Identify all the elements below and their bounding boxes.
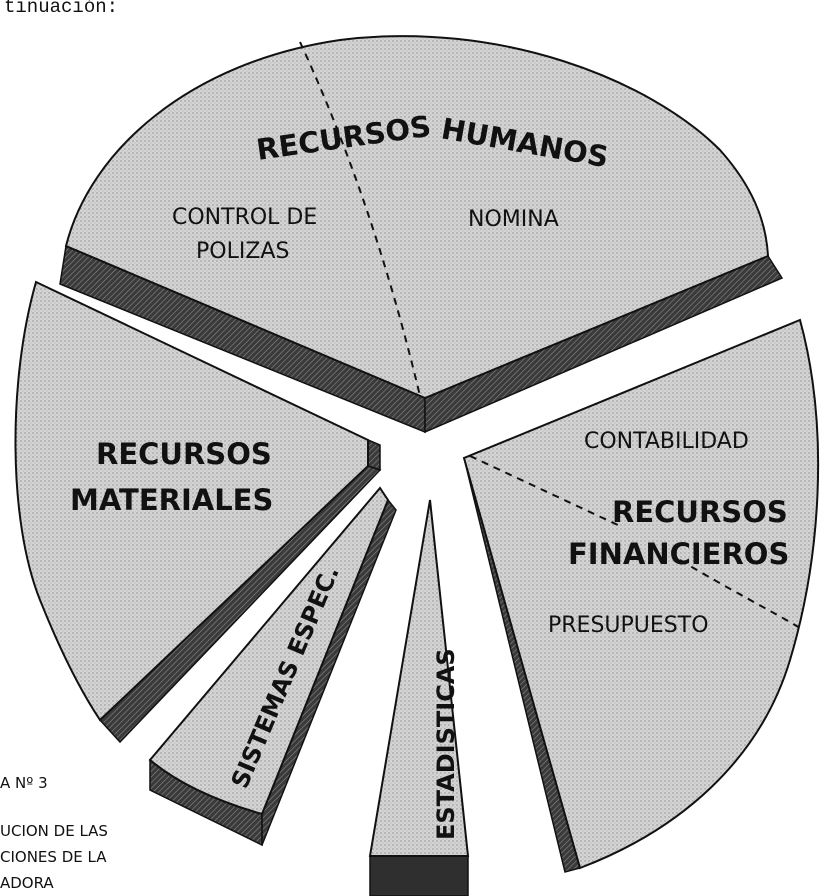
recursos-materiales-line1: RECURSOS [96,437,272,471]
control-polizas-line2: POLIZAS [196,239,289,264]
estadisticas-label: ESTADISTICAS [432,648,460,840]
estadisticas-side [369,855,469,896]
recursos-humanos-divider [299,41,421,397]
control-polizas-line1: CONTROL DE [172,205,317,230]
caption-line3: CIONES DE LA [0,848,107,866]
recursos-financieros-divider [469,455,801,629]
recursos-financieros-line1: RECURSOS [612,495,788,529]
sector-estadisticas: ESTADISTICAS [368,499,470,896]
recursos-materiales-face [14,280,369,722]
intro-text: tinuación: [4,0,119,18]
sector-recursos-humanos: RECURSOS HUMANOS CONTROL DE POLIZAS NOMI… [59,35,784,434]
caption-line4: ADORA [0,874,54,892]
contabilidad-label: CONTABILIDAD [584,429,749,454]
sector-recursos-financieros: CONTABILIDAD RECURSOS FINANCIEROS PRESUP… [462,318,820,873]
recursos-materiales-line2: MATERIALES [70,483,273,517]
recursos-materiales-side [367,438,381,472]
estadisticas-face [368,499,470,857]
caption-line1: A Nº 3 [0,774,48,792]
recursos-financieros-face [462,318,820,870]
recursos-financieros-line2: FINANCIEROS [568,537,789,571]
caption-line2: UCION DE LAS [0,822,108,840]
sistemas-espec-face [148,486,390,816]
presupuesto-label: PRESUPUESTO [548,613,709,638]
recursos-humanos-face [64,35,770,400]
nomina-label: NOMINA [468,207,559,232]
sector-recursos-materiales: RECURSOS MATERIALES [14,280,382,744]
figure-caption: A Nº 3 UCION DE LAS CIONES DE LA ADORA [0,774,108,892]
